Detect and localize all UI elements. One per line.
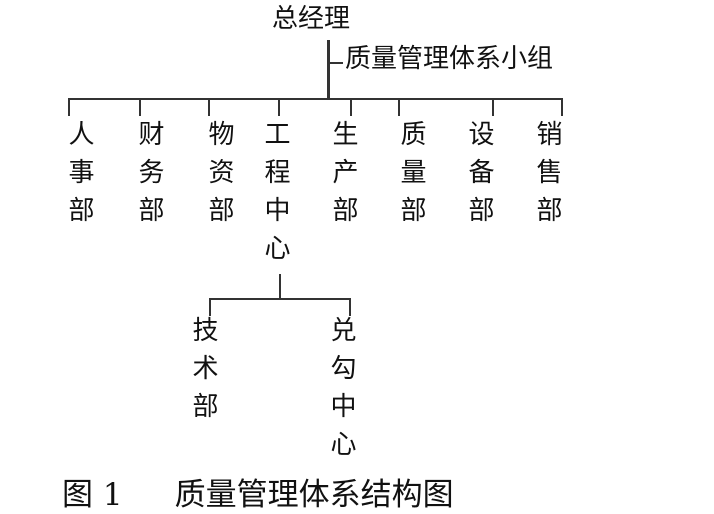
figure-title: 质量管理体系结构图	[174, 477, 454, 513]
engineering-drop-line	[279, 274, 281, 298]
dept-quality: 质量部	[396, 120, 426, 234]
subdept-center: 兑勾中心	[326, 316, 356, 468]
root-trunk-line	[327, 40, 330, 100]
dept-hr: 人事部	[64, 120, 94, 234]
dept-sales: 销售部	[532, 120, 562, 234]
dept-tick	[350, 98, 352, 116]
dept-engineering-center: 工程中心	[260, 120, 290, 272]
dept-tick	[278, 98, 280, 116]
dept-tick	[398, 98, 400, 116]
department-bus-line	[68, 98, 562, 100]
subdept-technology: 技术部	[188, 316, 218, 430]
dept-tick	[208, 98, 210, 116]
dept-tick	[492, 98, 494, 116]
figure-caption: 图 1 质量管理体系结构图	[62, 469, 454, 514]
dept-tick	[68, 98, 70, 116]
sub-bus-line	[209, 298, 351, 300]
dept-finance: 财务部	[134, 120, 164, 234]
dept-materials: 物资部	[204, 120, 234, 234]
dept-tick	[139, 98, 141, 116]
sub-tick-right	[349, 298, 351, 316]
sub-tick-left	[209, 298, 211, 316]
dept-equipment: 设备部	[464, 120, 494, 234]
dept-production: 生产部	[328, 120, 358, 234]
root-node-general-manager: 总经理	[272, 4, 351, 34]
dept-tick	[561, 98, 563, 116]
figure-number: 图 1	[62, 477, 123, 513]
group-connector	[329, 62, 343, 64]
group-node-qms-team: 质量管理体系小组	[345, 44, 554, 74]
